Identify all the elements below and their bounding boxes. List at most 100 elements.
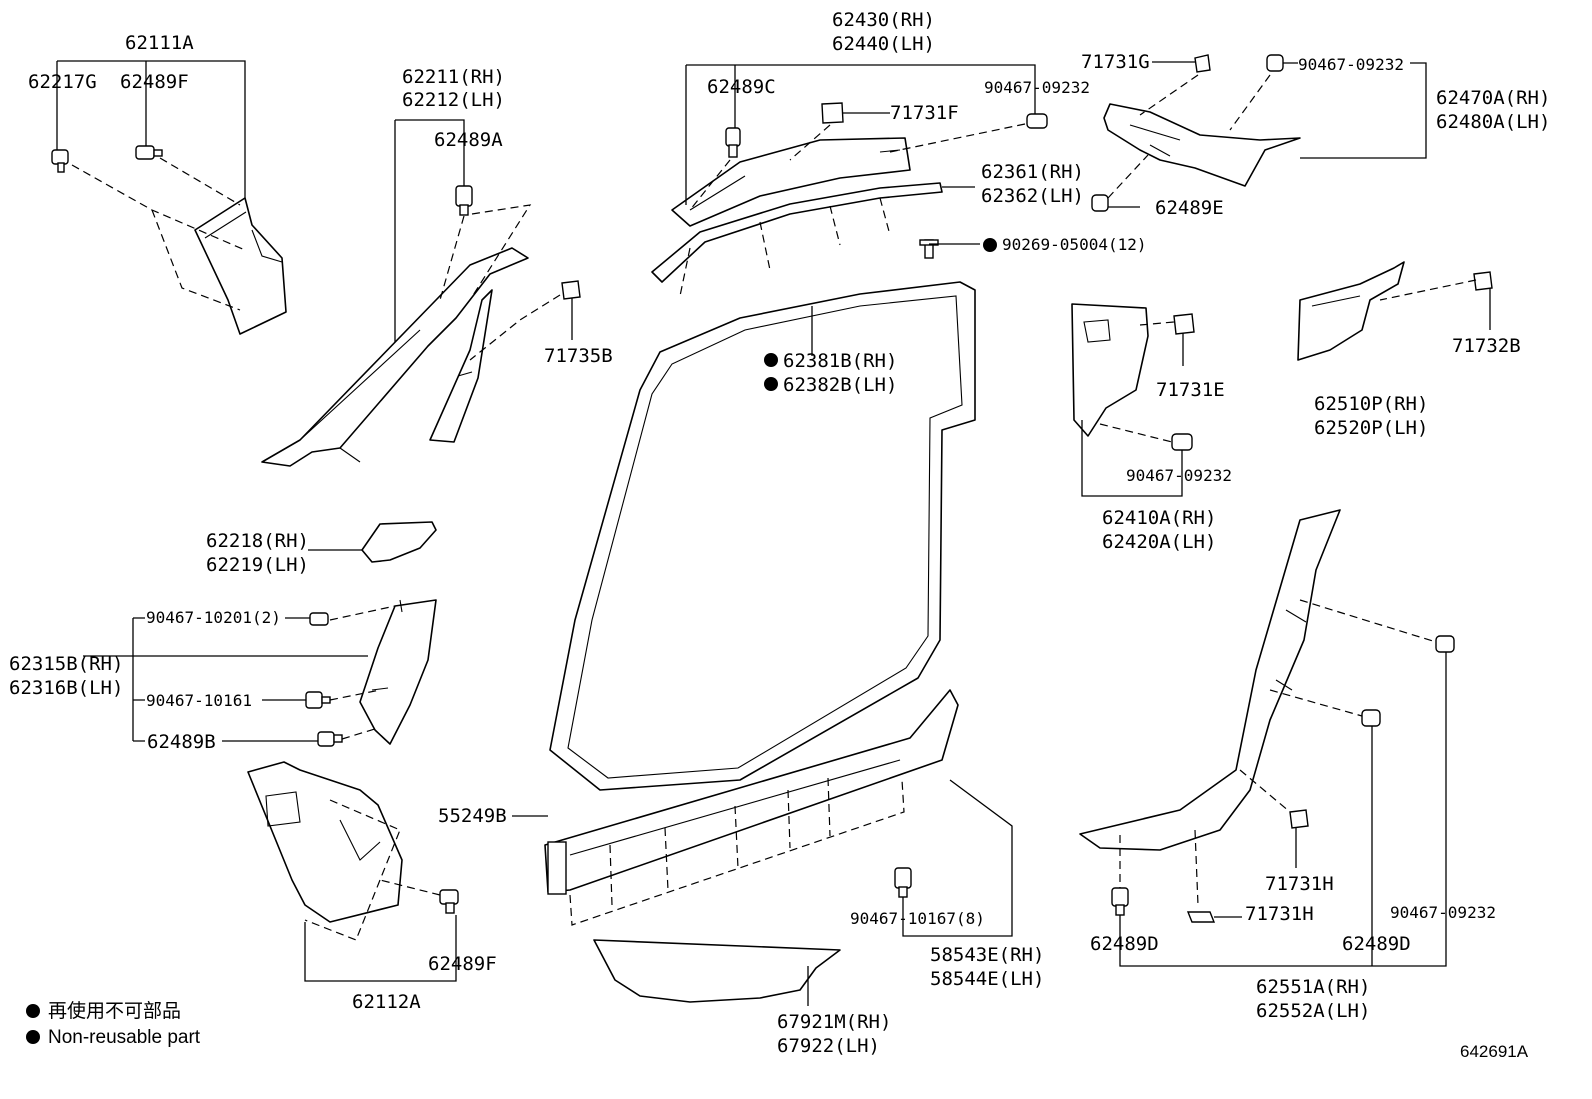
label-90467-10161: 90467-10161 — [146, 691, 252, 710]
label-71731g: 71731G — [1081, 51, 1150, 73]
label-71735b: 71735B — [544, 345, 613, 367]
label-90467-10167: 90467-10167(8) — [850, 909, 985, 928]
label-62382b: 62382B(LH) — [783, 374, 897, 396]
label-62381b: 62381B(RH) — [783, 350, 897, 372]
label-62489e: 62489E — [1155, 197, 1224, 219]
label-71731h-b: 71731H — [1245, 903, 1314, 925]
label-71731f: 71731F — [890, 102, 959, 124]
clip-90467-09232-m — [1171, 433, 1193, 451]
screw-90269 — [919, 239, 939, 259]
part-62510p — [1297, 261, 1405, 361]
label-62489a: 62489A — [434, 129, 503, 151]
label-62430: 62430(RH) — [832, 9, 935, 31]
part-62551a — [1079, 509, 1341, 851]
part-62361 — [651, 182, 943, 297]
clip-90467-09232-r — [1266, 54, 1284, 72]
leader-62111a-dash — [71, 157, 246, 311]
label-90467-09232-m: 90467-09232 — [1126, 466, 1232, 485]
leader-62470a-dash — [1107, 74, 1271, 199]
leader-lines — [56, 60, 1491, 1006]
clip-62489e — [1091, 194, 1109, 212]
label-62111a: 62111A — [125, 32, 194, 54]
label-62218: 62218(RH) — [206, 530, 309, 552]
label-90467-09232-top: 90467-09232 — [984, 78, 1090, 97]
nonreusable-dot-90269 — [983, 238, 997, 252]
label-62520p: 62520P(LH) — [1314, 417, 1428, 439]
pad-71731h-b — [1186, 911, 1216, 923]
label-62410a: 62410A(RH) — [1102, 507, 1216, 529]
clip-62489b — [317, 731, 343, 747]
label-62316b: 62316B(LH) — [9, 677, 123, 699]
label-62510p: 62510P(RH) — [1314, 393, 1428, 415]
legend-en: Non-reusable part — [48, 1027, 201, 1048]
leader-55249b-dash — [569, 777, 905, 926]
label-62219: 62219(LH) — [206, 554, 309, 576]
leader-62211-dash — [439, 204, 561, 361]
label-62480a: 62480A(LH) — [1436, 111, 1550, 133]
label-62212: 62212(LH) — [402, 89, 505, 111]
label-71732b: 71732B — [1452, 335, 1521, 357]
pad-71731f — [821, 102, 844, 124]
clip-62489c — [725, 127, 741, 158]
label-67921m: 67921M(RH) — [777, 1011, 891, 1033]
label-71731h-a: 71731H — [1265, 873, 1334, 895]
label-62315b: 62315B(RH) — [9, 653, 123, 675]
legend-jp: 再使用不可部品 — [48, 1000, 181, 1022]
leader-62510p-dash — [1379, 279, 1477, 301]
label-62489d-left: 62489D — [1090, 933, 1159, 955]
part-62218 — [361, 521, 437, 563]
leader-62112a-dash — [304, 799, 441, 941]
legend-dot-en — [26, 1030, 40, 1044]
part-62430 — [671, 137, 911, 227]
label-71731e: 71731E — [1156, 379, 1225, 401]
clip-90467-09232-top — [1026, 113, 1048, 129]
leader-62551a-dash — [1119, 599, 1437, 906]
clip-62489a — [455, 185, 473, 216]
label-62489b: 62489B — [147, 731, 216, 753]
label-62551a: 62551A(RH) — [1256, 976, 1370, 998]
label-62470a: 62470A(RH) — [1436, 87, 1550, 109]
clip-62217g — [51, 149, 69, 173]
label-55249b: 55249B — [438, 805, 507, 827]
label-62489f-bot: 62489F — [428, 953, 497, 975]
label-90467-10201: 90467-10201(2) — [146, 608, 281, 627]
label-62552a: 62552A(LH) — [1256, 1000, 1370, 1022]
leader-62430-dash — [689, 123, 1026, 211]
label-62489d-right: 62489D — [1342, 933, 1411, 955]
part-62111a — [194, 197, 287, 335]
pad-71731h-a — [1289, 809, 1309, 829]
label-62489f-top: 62489F — [120, 71, 189, 93]
label-62361: 62361(RH) — [981, 161, 1084, 183]
leader-62410a-dash — [1099, 321, 1175, 443]
part-62381b — [549, 281, 976, 791]
clip-62489f-top — [135, 145, 163, 160]
part-62410a — [1071, 303, 1149, 437]
pad-71731e — [1173, 313, 1195, 335]
label-62217g: 62217G — [28, 71, 97, 93]
label-90467-09232-low: 90467-09232 — [1390, 903, 1496, 922]
nonreusable-dot-62381b — [764, 353, 778, 367]
clip-62489f-bot — [439, 889, 459, 914]
nonreusable-dot-62382b — [764, 377, 778, 391]
legend: 再使用不可部品 Non-reusable part — [26, 1000, 201, 1048]
label-90269: 90269-05004(12) — [1002, 235, 1147, 254]
pad-71732b — [1473, 271, 1493, 291]
part-67921m — [593, 939, 841, 1003]
clip-62489d-left — [1111, 887, 1129, 916]
part-62470a — [1103, 103, 1301, 187]
part-62315b — [359, 599, 437, 745]
label-62420a: 62420A(LH) — [1102, 531, 1216, 553]
label-58543e: 58543E(RH) — [930, 944, 1044, 966]
clip-90467-10167 — [894, 867, 912, 898]
leader-62315b-dash — [329, 605, 396, 740]
label-58544e: 58544E(LH) — [930, 968, 1044, 990]
label-67922: 67922(LH) — [777, 1035, 880, 1057]
label-62362: 62362(LH) — [981, 185, 1084, 207]
label-62440: 62440(LH) — [832, 33, 935, 55]
part-labels: 62111A 62217G 62489F 62211(RH) 62212(LH)… — [9, 9, 1550, 1057]
figure-id: 642691A — [1460, 1042, 1529, 1061]
label-62489c: 62489C — [707, 76, 776, 98]
pad-71735b — [561, 280, 581, 300]
pad-71731g — [1194, 54, 1211, 73]
